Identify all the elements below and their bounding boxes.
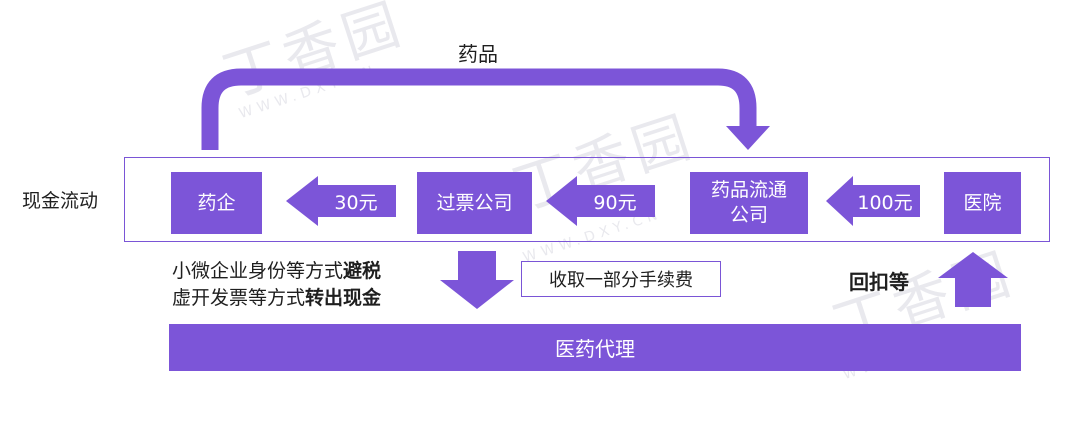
node-ticket-company: 过票公司 — [417, 172, 532, 234]
agent-bar: 医药代理 — [169, 324, 1021, 371]
arrow-100-shape — [826, 176, 920, 226]
cash-flow-frame — [124, 157, 1050, 242]
cash-flow-label: 现金流动 — [22, 190, 99, 212]
arrow-30-shape — [286, 176, 396, 226]
note-cash-out: 虚开发票等方式转出现金 — [172, 283, 381, 310]
node-distributor: 药品流通 公司 — [690, 172, 808, 234]
up-arrow-shape — [938, 252, 1008, 307]
arrow-90-shape — [546, 176, 655, 226]
node-distributor-label: 药品流通 公司 — [710, 179, 787, 226]
arrow-100-label: 100元 — [857, 191, 913, 214]
agent-bar-label: 医药代理 — [555, 337, 635, 361]
arrow-30-label: 30元 — [334, 191, 378, 214]
node-pharma-label: 药企 — [197, 191, 236, 214]
node-hospital-label: 医院 — [963, 191, 1002, 214]
node-ticket-company-label: 过票公司 — [436, 191, 513, 214]
node-hospital: 医院 — [944, 172, 1021, 234]
fee-box-label: 收取一部分手续费 — [549, 270, 693, 291]
top-flow-arrow — [201, 68, 757, 150]
note-tax-avoidance: 小微企业身份等方式避税 — [172, 256, 381, 283]
arrow-90-label: 90元 — [593, 191, 637, 214]
down-arrow-shape — [440, 251, 514, 309]
note-tax-avoidance-bold: 避税 — [343, 260, 382, 282]
note-tax-avoidance-text: 小微企业身份等方式 — [172, 260, 344, 282]
fee-box: 收取一部分手续费 — [521, 261, 721, 297]
note-cash-out-bold: 转出现金 — [305, 287, 382, 309]
top-flow-arrowhead — [726, 126, 770, 150]
top-flow-label: 药品 — [458, 42, 498, 66]
note-cash-out-text: 虚开发票等方式 — [172, 287, 306, 309]
kickback-label: 回扣等 — [849, 270, 909, 294]
node-pharma: 药企 — [171, 172, 262, 234]
